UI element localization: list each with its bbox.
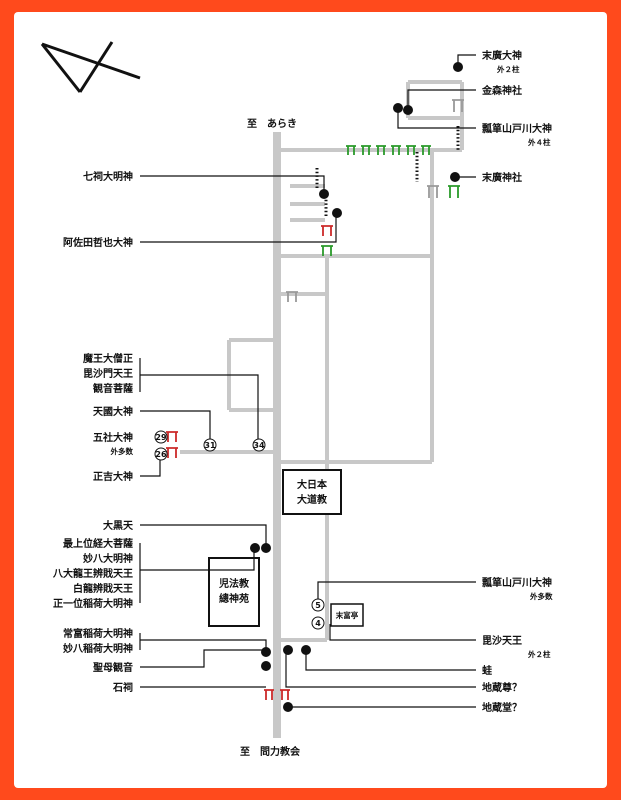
bottom-destination: 至 問力教会 xyxy=(240,745,300,758)
top-destination: 至 あらき xyxy=(247,117,297,130)
label-suehiro-jinja: 末廣神社 xyxy=(482,171,522,184)
label-hyotan1: 瓢箪山戸川大神 xyxy=(482,122,552,135)
label-bishamonten: 毘沙門天王 xyxy=(83,368,133,380)
label-seibo: 聖母観音 xyxy=(93,661,133,674)
label-suehiro1: 末廣大神 xyxy=(482,49,522,62)
building-jihoukyou-line1: 児法教 xyxy=(218,577,250,590)
north-arrow-icon xyxy=(40,41,141,93)
torii-red-icon xyxy=(166,225,333,700)
label-jizou1: 地蔵尊？ xyxy=(482,681,522,694)
numbered-markers: 29 26 31 34 5 4 xyxy=(154,430,325,630)
label-maou: 魔王大僧正 xyxy=(83,352,133,365)
building-suetomi: 末富亭 xyxy=(330,603,364,627)
label-sekishi: 石祠 xyxy=(112,681,133,694)
label-jizou2: 地蔵堂？ xyxy=(482,701,522,714)
label-shoukichi: 正吉大神 xyxy=(93,470,133,483)
building-jihoukyou: 児法教 總神苑 xyxy=(208,557,260,627)
torii-row-green-icon xyxy=(346,145,431,155)
label-joutomi-1: 常富稲荷大明神 xyxy=(63,627,133,640)
map-frame xyxy=(14,12,607,788)
label-gosha-sub: 外多数 xyxy=(111,446,134,456)
label-saijou-5: 正一位稲荷大明神 xyxy=(53,597,133,610)
label-kanamori: 金森神社 xyxy=(481,84,522,97)
right-labels: 末廣大神 外２柱 金森神社 瓢箪山戸川大神 外４柱 末廣神社 瓢箪山戸川大神 外… xyxy=(481,49,553,714)
label-gosha: 五社大神 xyxy=(93,431,133,444)
label-bishamon: 毘沙天王 xyxy=(482,635,522,647)
label-daikoku: 大黒天 xyxy=(103,519,134,532)
label-asada: 阿佐田哲也大神 xyxy=(63,236,133,249)
label-joutomi-2: 妙八稲荷大明神 xyxy=(63,642,133,655)
marker-29: 29 xyxy=(155,433,167,442)
marker-31: 31 xyxy=(204,441,216,450)
leader-lines-left xyxy=(139,175,337,688)
stairs-markers xyxy=(315,126,460,216)
label-kannon: 観音菩薩 xyxy=(93,382,133,395)
label-tenkoku: 天國大神 xyxy=(93,405,133,418)
marker-4: 4 xyxy=(315,619,321,628)
leader-lines-right xyxy=(285,54,476,708)
label-shichishi: 七祠大明神 xyxy=(83,170,133,183)
torii-gray-icon xyxy=(286,99,464,302)
building-suetomi-label: 末富亭 xyxy=(336,610,359,620)
torii-green-icon xyxy=(321,185,460,256)
road-network xyxy=(180,80,464,738)
label-hyotan2: 瓢箪山戸川大神 xyxy=(482,576,552,589)
label-suehiro1-sub: 外２柱 xyxy=(497,64,520,74)
marker-5: 5 xyxy=(315,601,321,610)
building-dainippon-line2: 大道教 xyxy=(297,493,328,506)
label-hyotan2-sub: 外多数 xyxy=(530,591,553,601)
label-kaeru: 蛙 xyxy=(482,664,492,677)
marker-34: 34 xyxy=(253,441,265,450)
label-bishamon-sub: 外２柱 xyxy=(528,649,551,659)
label-saijou-4: 白龍辨戝天王 xyxy=(73,582,133,595)
building-dainippon: 大日本 大道教 xyxy=(282,469,342,515)
label-saijou-2: 妙八大明神 xyxy=(83,552,133,565)
marker-26: 26 xyxy=(155,450,167,459)
label-hyotan1-sub: 外４柱 xyxy=(528,137,551,147)
label-saijou-1: 最上位経大菩薩 xyxy=(63,537,133,550)
building-jihoukyou-line2: 總神苑 xyxy=(219,592,249,605)
label-saijou-3: 八大龍王辨戝天王 xyxy=(52,567,133,580)
left-labels: 七祠大明神 阿佐田哲也大神 魔王大僧正 毘沙門天王 観音菩薩 天國大神 五社大神… xyxy=(52,170,134,694)
building-dainippon-line1: 大日本 xyxy=(297,478,328,491)
shrine-dots xyxy=(250,62,463,712)
